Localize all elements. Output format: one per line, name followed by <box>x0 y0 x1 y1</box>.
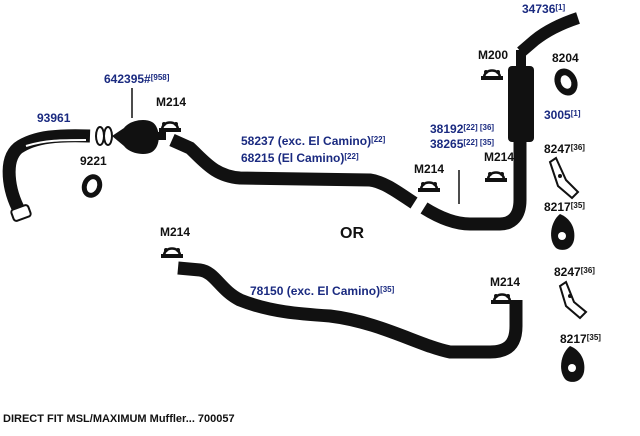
gasket-9221 <box>81 174 103 198</box>
label-68215: 68215 (El Camino)[22] <box>241 151 359 165</box>
hanger-8204 <box>554 68 578 96</box>
label-m214-d: M214 <box>160 225 191 239</box>
label-m214-e: M214 <box>490 275 521 289</box>
clamp-m214-c <box>485 171 507 182</box>
label-3005: 3005[1] <box>544 108 581 122</box>
label-m214-c: M214 <box>484 150 515 164</box>
label-34736: 34736[1] <box>522 2 566 16</box>
alternate-pipe-78150 <box>177 261 523 359</box>
label-58237: 58237 (exc. El Camino)[22] <box>241 134 386 148</box>
catalytic-converter-642395 <box>112 88 166 154</box>
or-label: OR <box>340 225 364 242</box>
clamp-m200 <box>481 69 503 80</box>
front-pipe-93961 <box>2 129 91 222</box>
label-8217-a: 8217[35] <box>544 200 585 214</box>
label-8247-b: 8247[36] <box>554 265 595 279</box>
label-78150: 78150 (exc. El Camino)[35] <box>250 284 395 298</box>
label-m200: M200 <box>478 48 509 62</box>
clamp-m214-d <box>161 247 183 258</box>
label-38265: 38265[22] [35] <box>430 137 495 151</box>
label-8217-b: 8217[35] <box>560 332 601 346</box>
clamp-m214-b <box>418 181 440 192</box>
label-38192: 38192[22] [36] <box>430 122 495 136</box>
footer-caption: DIRECT FIT MSL/MAXIMUM Muffler... 700057 <box>3 413 235 425</box>
flange-connector <box>95 126 113 146</box>
hanger-8247-a <box>548 156 580 200</box>
label-642395: 642395#[958] <box>104 72 170 86</box>
hanger-8217-b <box>561 346 585 382</box>
clamp-m214-e <box>491 293 513 304</box>
clamp-m214-a <box>159 121 181 132</box>
intermediate-pipe-58237 <box>169 134 418 209</box>
pipe-38192 <box>420 140 527 231</box>
hanger-8247-b <box>558 280 588 320</box>
label-8204: 8204 <box>552 51 579 65</box>
label-9221: 9221 <box>80 154 107 168</box>
hanger-8217-a <box>551 214 575 250</box>
muffler-3005 <box>508 50 534 142</box>
label-8247-a: 8247[36] <box>544 142 585 156</box>
label-93961: 93961 <box>37 111 71 125</box>
tail-pipe-34736 <box>517 12 580 57</box>
label-m214-a: M214 <box>156 95 187 109</box>
label-m214-b: M214 <box>414 162 445 176</box>
